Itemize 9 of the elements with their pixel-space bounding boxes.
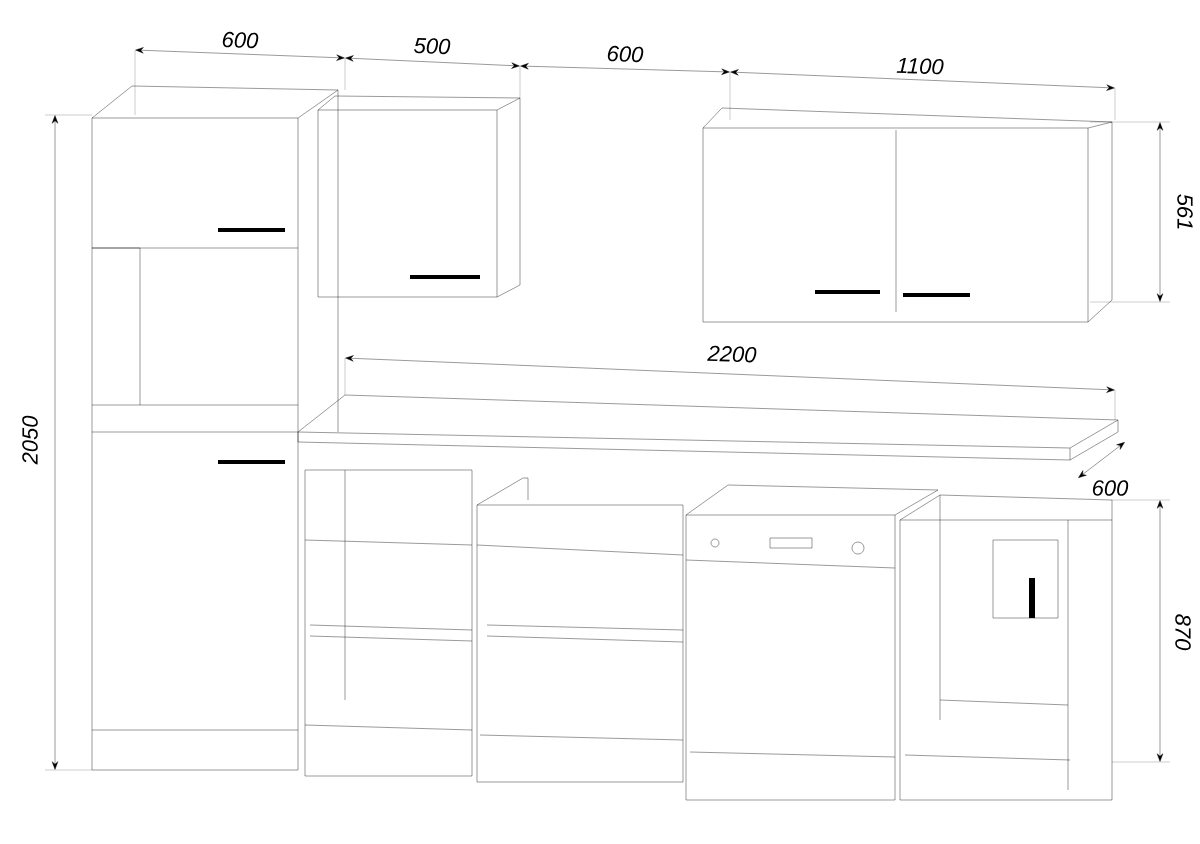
- dimension-label: 600: [607, 45, 644, 63]
- dimension-label: 870: [1175, 614, 1191, 651]
- dimension-label: 2200: [707, 345, 757, 363]
- dimension-label: 1100: [896, 57, 944, 75]
- dimension-label: 500: [414, 37, 451, 55]
- dimension-label: 561: [1177, 194, 1193, 229]
- dimension-label: 2050: [22, 415, 38, 465]
- dimension-label: 600: [222, 31, 259, 49]
- dimension-label: 600: [1092, 480, 1129, 496]
